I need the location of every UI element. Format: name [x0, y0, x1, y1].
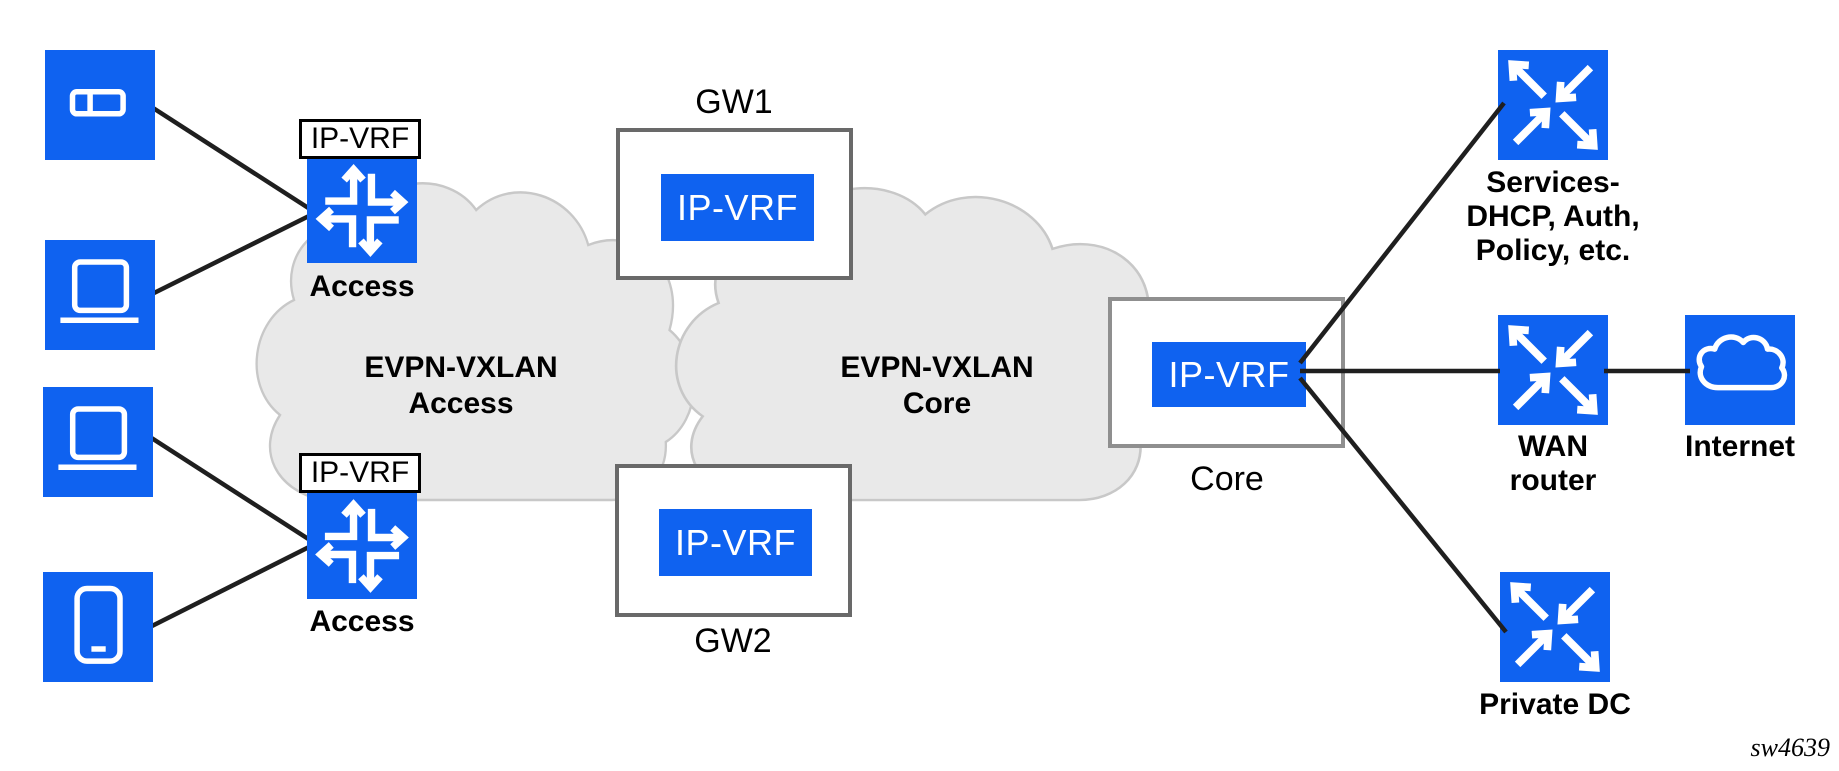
wan-router-label-line1: WAN	[1518, 430, 1588, 463]
wan-router-label-line2: router	[1509, 464, 1597, 497]
core-label: Core	[1190, 460, 1264, 498]
connector-card-access1	[148, 104, 315, 213]
laptop-icon	[43, 387, 153, 497]
endpoint-wan-router	[1498, 315, 1608, 425]
device-laptop-1	[45, 240, 155, 350]
router-icon	[1498, 315, 1608, 425]
router-icon	[1498, 50, 1608, 160]
gw2-label: GW2	[694, 622, 772, 660]
services-label: Services- DHCP, Auth, Policy, etc.	[1418, 166, 1688, 268]
access-switch-2	[307, 493, 417, 599]
device-card	[45, 50, 155, 160]
ip-vrf-tag-label: IP-VRF	[310, 456, 410, 489]
endpoint-private-dc	[1500, 572, 1610, 682]
ip-vrf-tag-access-1: IP-VRF	[299, 119, 421, 159]
gw1-ip-vrf: IP-VRF	[661, 174, 814, 241]
gw2-box: IP-VRF	[615, 464, 852, 617]
internet-label: Internet	[1684, 430, 1795, 463]
gw1-label: GW1	[695, 83, 773, 121]
access-cloud-label: EVPN-VXLAN Access	[301, 350, 621, 422]
ip-vrf-tag-label: IP-VRF	[310, 122, 410, 155]
core-cloud-label-line1: EVPN-VXLAN	[840, 351, 1034, 384]
core-box: IP-VRF	[1108, 297, 1345, 448]
services-label-line1: Services-	[1486, 166, 1620, 199]
switch-icon	[307, 493, 417, 599]
gw2-ip-vrf: IP-VRF	[659, 509, 812, 576]
connector-laptop1-access1	[148, 211, 315, 298]
private-dc-label: Private DC	[1479, 688, 1631, 721]
laptop-icon	[45, 240, 155, 350]
access-cloud-label-line2: Access	[408, 387, 514, 420]
connector-laptop2-access2	[148, 435, 315, 544]
access-cloud-label-line1: EVPN-VXLAN	[364, 351, 558, 384]
endpoint-internet	[1685, 315, 1795, 425]
watermark: sw4639	[1750, 733, 1830, 762]
wan-router-label: WAN router	[1443, 430, 1663, 498]
endpoint-services	[1498, 50, 1608, 160]
smartphone-icon	[43, 572, 153, 682]
ip-vrf-tag-access-2: IP-VRF	[299, 453, 421, 493]
connector-phone-access2	[148, 542, 315, 630]
switch-icon	[307, 158, 417, 263]
core-cloud-label: EVPN-VXLAN Core	[777, 350, 1097, 422]
gw1-box: IP-VRF	[616, 128, 853, 280]
access-switch-2-label: Access	[309, 605, 415, 638]
device-phone	[43, 572, 153, 682]
services-label-line3: Policy, etc.	[1475, 234, 1631, 267]
services-label-line2: DHCP, Auth,	[1466, 200, 1640, 233]
router-icon	[1500, 572, 1610, 682]
access-switch-1-label: Access	[309, 270, 415, 303]
core-ip-vrf: IP-VRF	[1152, 342, 1306, 407]
internet-cloud-icon	[1685, 315, 1795, 425]
device-laptop-2	[43, 387, 153, 497]
core-cloud-label-line2: Core	[902, 387, 972, 420]
access-switch-1	[307, 158, 417, 263]
card-reader-icon	[45, 50, 155, 160]
